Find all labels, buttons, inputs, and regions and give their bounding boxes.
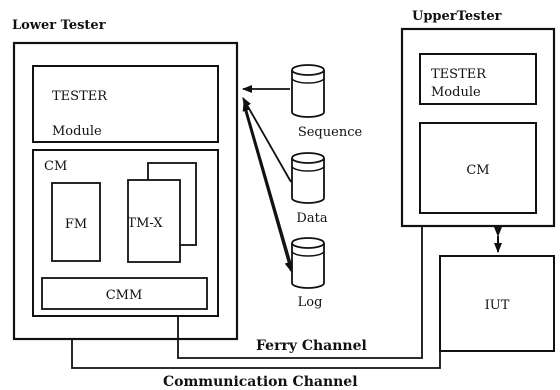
iut-label: IUT — [485, 298, 510, 313]
cmm-box — [41, 277, 208, 310]
sequence-label: Sequence — [298, 125, 363, 140]
lower-tester-title: Lower Tester — [12, 18, 106, 33]
data-database-icon — [291, 152, 325, 204]
upper-cm-box — [419, 122, 537, 214]
tester-to-log-arrow — [243, 105, 293, 272]
data-label: Data — [296, 211, 327, 226]
log-label: Log — [298, 295, 323, 310]
fm-label: FM — [65, 217, 87, 232]
data-to-tester-arrow — [242, 97, 292, 183]
sequence-database-icon — [291, 64, 325, 118]
lower-tester-module-subtitle: Module — [52, 124, 102, 139]
lower-tester-module-box — [32, 65, 219, 143]
log-database-icon — [291, 237, 325, 289]
log-to-tester-arrow — [242, 101, 293, 269]
communication-channel-line — [71, 339, 441, 369]
tmx-box — [127, 179, 181, 263]
upper-tester-module-box — [419, 53, 537, 105]
upper-tester-title: UpperTester — [412, 9, 502, 24]
upper-cm-label: CM — [466, 163, 489, 178]
iut-box — [439, 255, 555, 352]
upper-tester-box — [400, 27, 556, 228]
lower-cm-label: CM — [44, 159, 67, 174]
tmx-label: TM-X — [127, 216, 163, 231]
cmm-label: CMM — [106, 288, 143, 303]
lower-tester-module-title: TESTER — [52, 89, 108, 104]
upper-tester-module-subtitle: Module — [431, 85, 481, 100]
fm-box — [51, 182, 101, 262]
communication-channel-label: Communication Channel — [163, 374, 358, 390]
lower-cm-box — [32, 149, 219, 317]
upper-tester-module-title: TESTER — [431, 67, 487, 82]
lower-tester-box — [12, 41, 239, 341]
ferry-channel-label: Ferry Channel — [256, 338, 367, 354]
ferry-channel-line — [177, 226, 423, 359]
